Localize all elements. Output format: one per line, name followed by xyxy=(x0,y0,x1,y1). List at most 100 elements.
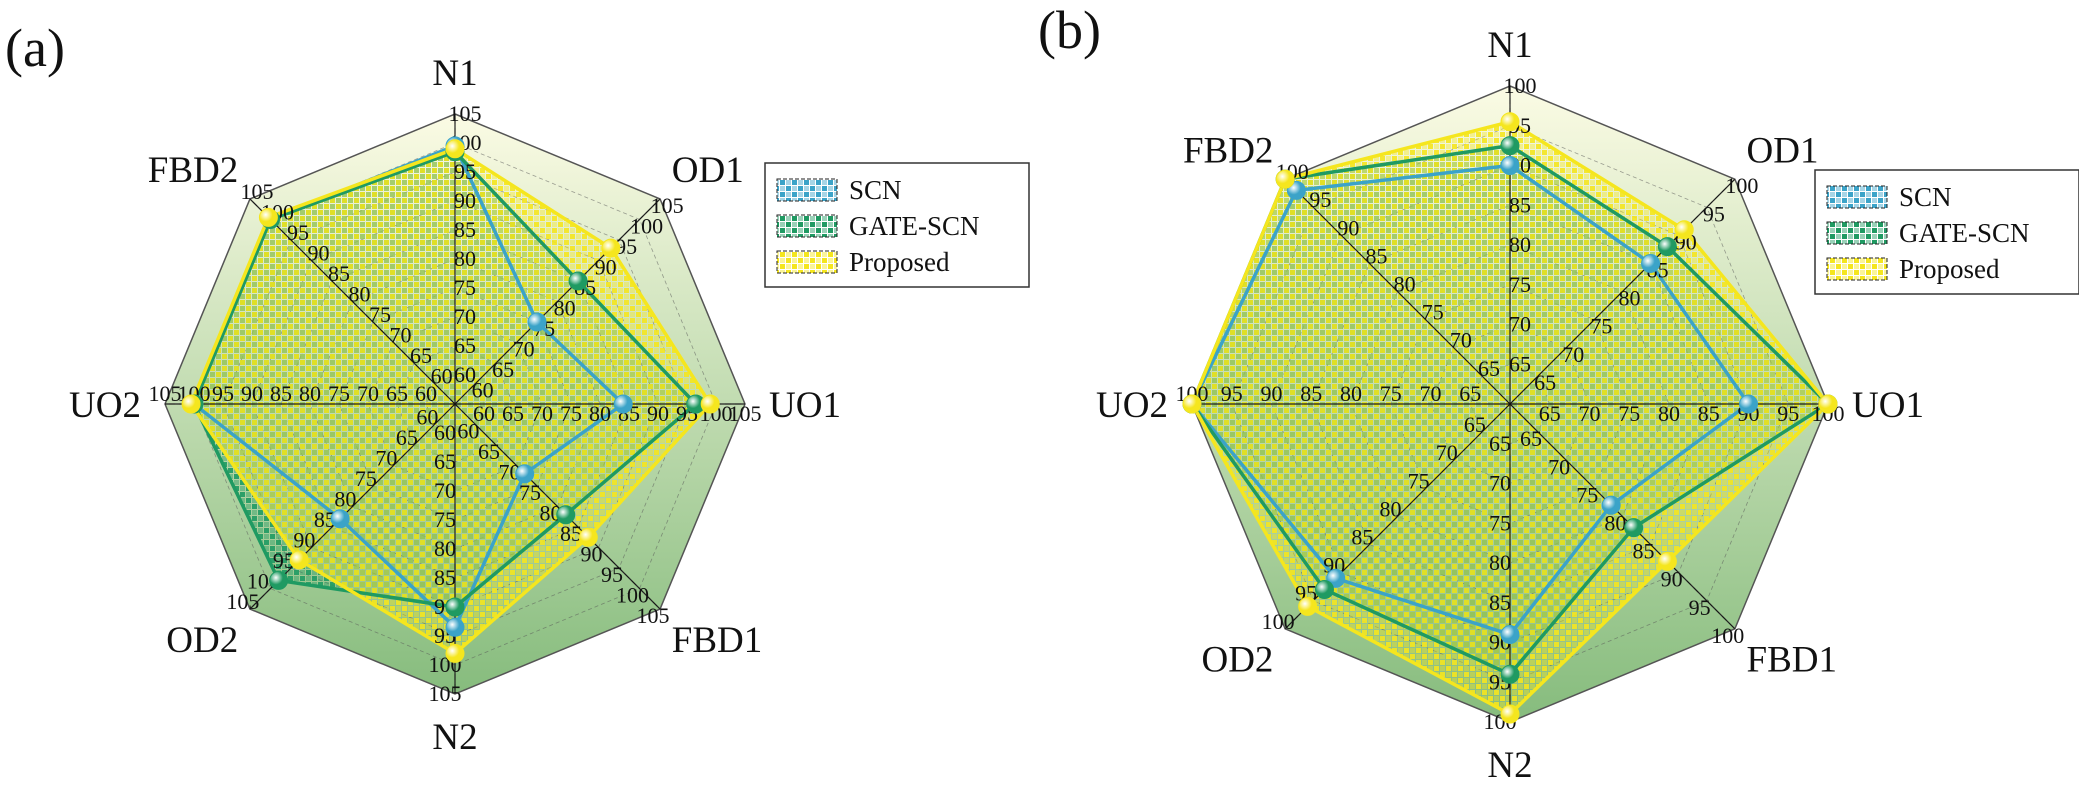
tick-label: 70 xyxy=(498,460,520,485)
tick-label: 70 xyxy=(434,478,456,503)
data-point-gate-scn xyxy=(269,570,289,590)
tick-label: 95 xyxy=(1309,187,1331,212)
data-point-proposed xyxy=(258,207,278,227)
axis-label-fbd1: FBD1 xyxy=(672,620,762,661)
data-point-proposed xyxy=(445,139,465,159)
tick-label: 60 xyxy=(434,420,456,445)
tick-label: 65 xyxy=(478,439,500,464)
tick-label: 65 xyxy=(1464,412,1486,437)
tick-label: 75 xyxy=(519,480,541,505)
tick-label: 60 xyxy=(454,362,476,387)
tick-label: 80 xyxy=(1394,271,1416,296)
data-point-scn xyxy=(515,464,535,484)
axis-label-od2: OD2 xyxy=(166,620,238,661)
tick-label: 75 xyxy=(454,275,476,300)
tick-label: 90 xyxy=(293,527,315,552)
tick-label: 80 xyxy=(349,281,371,306)
tick-label: 95 xyxy=(1689,595,1711,620)
data-point-proposed xyxy=(1500,112,1520,132)
tick-label: 95 xyxy=(1703,201,1725,226)
data-point-scn xyxy=(613,394,633,414)
tick-label: 80 xyxy=(1604,511,1626,536)
data-point-proposed xyxy=(1500,704,1520,724)
tick-label: 85 xyxy=(1632,539,1654,564)
tick-label: 85 xyxy=(1509,192,1531,217)
data-point-scn xyxy=(1601,495,1621,515)
data-point-gate-scn xyxy=(1624,518,1644,538)
tick-label: 105 xyxy=(241,179,274,204)
tick-label: 70 xyxy=(1489,471,1511,496)
tick-label: 70 xyxy=(531,401,553,426)
tick-label: 90 xyxy=(1661,567,1683,592)
tick-label: 80 xyxy=(589,401,611,426)
data-point-scn xyxy=(527,312,547,332)
data-point-scn xyxy=(1326,568,1346,588)
tick-label: 75 xyxy=(1590,314,1612,339)
tick-label: 100 xyxy=(630,214,663,239)
data-point-scn xyxy=(330,509,350,529)
grid-ring xyxy=(164,113,746,695)
axis-label-n1: N1 xyxy=(432,53,477,94)
data-point-proposed xyxy=(1275,169,1295,189)
data-point-scn xyxy=(1500,625,1520,645)
data-point-scn xyxy=(445,617,465,637)
tick-label: 85 xyxy=(560,521,582,546)
tick-label: 105 xyxy=(149,381,182,406)
axis-label-n1: N1 xyxy=(1487,25,1532,66)
tick-label: 70 xyxy=(390,322,412,347)
tick-label: 70 xyxy=(1562,342,1584,367)
tick-label: 90 xyxy=(1261,381,1283,406)
tick-label: 105 xyxy=(636,603,669,628)
data-point-gate-scn xyxy=(556,505,576,525)
tick-label: 85 xyxy=(270,381,292,406)
tick-label: 65 xyxy=(1509,351,1531,376)
tick-label: 95 xyxy=(454,159,476,184)
tick-label: 75 xyxy=(1380,381,1402,406)
tick-label: 80 xyxy=(1489,550,1511,575)
tick-label: 80 xyxy=(454,246,476,271)
tick-label: 95 xyxy=(273,548,295,573)
tick-label: 80 xyxy=(539,501,561,526)
tick-label: 65 xyxy=(1520,426,1542,451)
legend-swatch-scn xyxy=(1826,185,1888,209)
tick-label: 105 xyxy=(449,101,482,126)
tick-label: 95 xyxy=(212,381,234,406)
tick-label: 85 xyxy=(434,565,456,590)
tick-label: 80 xyxy=(1658,401,1680,426)
tick-label: 70 xyxy=(357,381,379,406)
axis-label-uo1: UO1 xyxy=(1852,385,1924,426)
data-point-gate-scn xyxy=(1314,580,1334,600)
tick-label: 75 xyxy=(1489,510,1511,535)
tick-label: 75 xyxy=(328,381,350,406)
tick-label: 65 xyxy=(454,333,476,358)
data-point-proposed xyxy=(700,394,720,414)
legend-label-scn: SCN xyxy=(1899,182,1952,212)
grid-ring xyxy=(1231,125,1789,683)
tick-label: 105 xyxy=(226,589,259,614)
axis-dash xyxy=(249,198,456,405)
tick-label: 70 xyxy=(1548,454,1570,479)
panel-label-a: (a) xyxy=(5,18,65,78)
tick-label: 90 xyxy=(454,188,476,213)
tick-label: 60 xyxy=(431,363,453,388)
legend-label-gate-scn: GATE-SCN xyxy=(849,211,980,241)
axis-label-uo1: UO1 xyxy=(769,385,841,426)
axis-label-fbd2: FBD2 xyxy=(148,150,238,191)
tick-label: 85 xyxy=(1300,381,1322,406)
data-point-gate-scn xyxy=(1500,136,1520,156)
radar-panel-a: (a) 606570758085909510010560657075808590… xyxy=(5,18,1030,758)
tick-label: 65 xyxy=(1534,370,1556,395)
tick-label: 75 xyxy=(1576,482,1598,507)
tick-label: 70 xyxy=(1436,440,1458,465)
data-point-proposed xyxy=(1657,551,1677,571)
tick-label: 90 xyxy=(580,542,602,567)
axis-dash xyxy=(454,198,661,405)
tick-label: 80 xyxy=(554,296,576,321)
data-point-proposed xyxy=(1818,394,1838,414)
tick-label: 70 xyxy=(513,337,535,362)
tick-label: 60 xyxy=(473,401,495,426)
tick-label: 95 xyxy=(615,234,637,259)
data-point-proposed xyxy=(578,527,598,547)
data-point-scn xyxy=(1286,180,1306,200)
